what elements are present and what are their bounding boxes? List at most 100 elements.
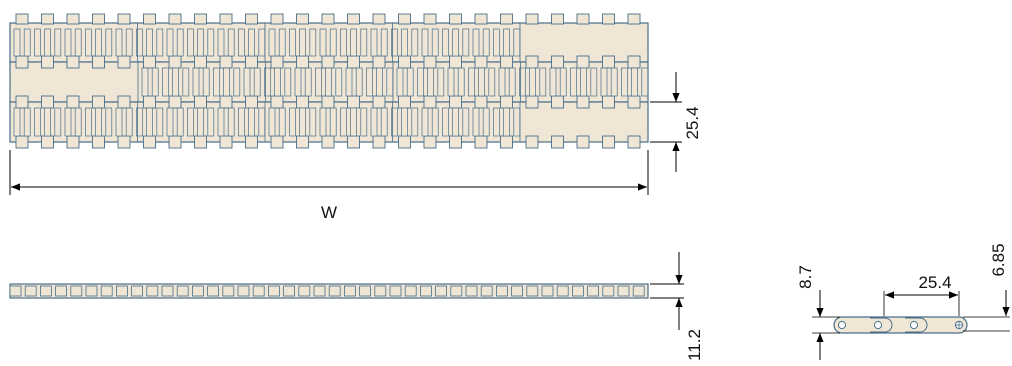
belt-knuckle (296, 95, 309, 109)
belt-rib (442, 107, 449, 137)
belt-rib (325, 67, 332, 97)
belt-knuckle (449, 13, 462, 25)
belt-knuckle (576, 13, 590, 25)
side-link (526, 285, 539, 297)
belt-knuckle (423, 95, 437, 109)
belt-rib (223, 67, 230, 97)
belt-rib (23, 28, 31, 57)
belt-rib (85, 107, 92, 137)
belt-knuckle (270, 95, 284, 109)
belt-knuckle (372, 135, 386, 149)
belt-rib (621, 67, 628, 97)
belt-rib (146, 28, 153, 57)
belt-rib (519, 67, 526, 97)
belt-rib (258, 28, 266, 57)
belt-rib (299, 28, 306, 57)
belt-knuckle (270, 135, 284, 149)
belt-knuckle (525, 13, 539, 25)
belt-knuckle (194, 135, 207, 149)
belt-rib (74, 107, 82, 137)
belt-knuckle (602, 135, 615, 149)
belt-rib (289, 28, 296, 57)
belt-knuckle (398, 13, 411, 25)
side-link (480, 285, 493, 297)
belt-rib (391, 28, 398, 57)
belt-rib (258, 107, 266, 137)
belt-knuckle (66, 55, 80, 69)
belt-knuckle (500, 55, 513, 69)
belt-rib (217, 107, 225, 137)
belt-knuckle (117, 13, 131, 25)
belt-rib (610, 67, 618, 97)
belt-knuckle (15, 13, 29, 25)
belt-rib (141, 67, 149, 97)
belt-knuckle (143, 55, 156, 69)
belt-knuckle (143, 95, 156, 109)
belt-rib (299, 107, 306, 137)
belt-rib (452, 28, 459, 57)
belt-rib (319, 107, 327, 137)
belt-rib (472, 107, 480, 137)
belt-rib (478, 67, 485, 97)
side-link (100, 285, 113, 297)
belt-rib (182, 67, 190, 97)
belt-knuckle (92, 13, 105, 25)
section-module-body (833, 316, 968, 334)
belt-rib (493, 107, 500, 137)
belt-rib (539, 67, 547, 97)
belt-rib (248, 107, 255, 137)
belt-rib (340, 107, 347, 137)
belt-knuckle (525, 135, 539, 149)
belt-rib (462, 28, 470, 57)
belt-rib (227, 107, 235, 137)
side-link (404, 285, 417, 297)
belt-rib (421, 107, 429, 137)
belt-knuckle (270, 13, 284, 25)
side-link (207, 285, 220, 297)
belt-knuckle (347, 55, 360, 69)
belt-rib (289, 107, 296, 137)
belt-knuckle (551, 13, 564, 25)
belt-knuckle (296, 13, 309, 25)
thickness-label: 11.2 (685, 329, 704, 361)
belt-rib (482, 107, 490, 137)
pitch-label: 25.4 (683, 106, 702, 139)
belt-rib (503, 107, 510, 137)
belt-rib (437, 67, 445, 97)
belt-rib (85, 28, 92, 57)
belt-rib (278, 107, 286, 137)
belt-rib (498, 67, 506, 97)
side-link (146, 285, 159, 297)
belt-knuckle (500, 13, 513, 25)
belt-rib (248, 28, 255, 57)
belt-knuckle (627, 13, 641, 25)
belt-rib (508, 67, 516, 97)
belt-knuckle (321, 135, 335, 149)
belt-rib (421, 28, 429, 57)
side-link (283, 285, 296, 297)
belt-rib (176, 28, 184, 57)
side-link (191, 285, 204, 297)
side-link (313, 285, 326, 297)
belt-rib (417, 67, 424, 97)
width-label: W (321, 203, 337, 222)
side-link (602, 285, 615, 297)
belt-knuckle (92, 95, 105, 109)
side-link (40, 285, 52, 297)
belt-rib (192, 67, 200, 97)
side-link (374, 285, 387, 297)
belt-rib (503, 28, 510, 57)
belt-knuckle (576, 135, 590, 149)
belt-rib (559, 67, 567, 97)
belt-rib (243, 67, 251, 97)
belt-rib (207, 28, 215, 57)
belt-rib (233, 67, 241, 97)
belt-knuckle (117, 55, 131, 69)
belt-rib (238, 28, 245, 57)
belt-knuckle (347, 135, 360, 149)
belt-rib (380, 28, 388, 57)
belt-knuckle (41, 135, 54, 149)
belt-knuckle (66, 135, 80, 149)
belt-rib (253, 67, 261, 97)
